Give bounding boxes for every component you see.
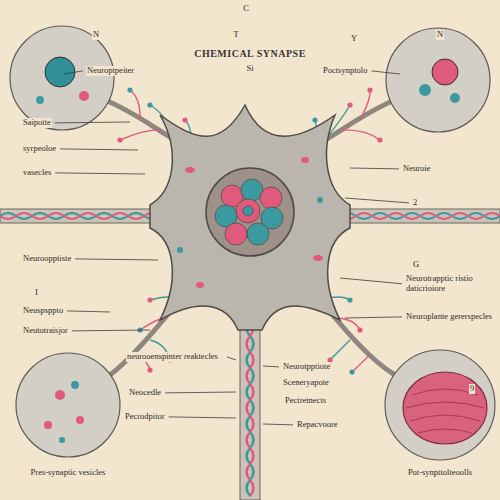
vesicle-dot [357,327,362,332]
part-label: Repacvoore [296,420,339,430]
part-label: Poctsynptolo [322,66,368,76]
part-label: Neuroie [402,164,431,174]
leader-line [227,357,236,360]
diagram-title: CHEMICAL SYNAPSE [192,48,308,59]
callout-letter: Si [245,64,254,74]
part-label: Neuroptpeiter [86,66,135,76]
leader-line [371,71,400,74]
vesicle-dot [349,369,354,374]
callout-letter: T [232,30,239,40]
leader-line [350,168,399,170]
vesicle-dot [367,87,372,92]
dendrite-branch [130,90,140,120]
part-label: Pecrodpitor [124,412,166,422]
leader-line [55,122,130,124]
leader-line [340,278,402,284]
leader-line [72,330,150,332]
callout-number: 2 [412,198,418,208]
part-label: Pres-synaptic vesicles [30,468,107,478]
dendrite-branch [340,130,380,140]
vesicle-dot [147,297,152,302]
leader-line [263,366,279,368]
part-label: Neutotraisjor [22,326,69,336]
dendrite-branch [360,90,370,120]
vesicle-dot [347,297,352,302]
leader-line [345,198,409,203]
vesicle-dot [347,102,352,107]
part-label: Neuroplante gererspecles [405,312,495,322]
part-label: syrpeoloe [22,144,57,154]
part-label: Neocedle [128,388,162,398]
part-label: vasecles [22,168,52,178]
part-label: Saipotte [22,118,52,128]
vesicle-dot [312,117,317,122]
leader-line [75,259,158,260]
vesicle-dot [147,367,152,372]
callout-letter: I [34,288,39,298]
leader-line [263,424,293,426]
part-label: Neurotpptiote [282,362,331,372]
callout-letter: G [412,260,420,270]
part-label: Sceneryapote [282,378,330,388]
dendrite-branch [120,130,160,140]
dendrite-branch [352,355,370,372]
vesicle-dot [147,102,152,107]
part-label: Neuroopptiste [22,254,72,264]
part-label: Pot-synpttolteoolls [407,468,473,478]
part-label: Neuspsppto [22,306,64,316]
leader-line [67,311,110,312]
dendrite-branch [330,340,350,360]
leader-line [55,173,145,174]
part-label: neurooenspinter reaktecles [126,352,224,362]
leader-line [60,149,138,150]
callout-letter: N [436,30,444,40]
leader-line [345,317,402,318]
vesicle-dot [127,87,132,92]
vesicle-dot [117,137,122,142]
leader-line [165,392,236,394]
callout-letter: N [92,30,100,40]
vesicle-dot [182,117,187,122]
callout-letter: Y [350,34,358,44]
part-label: Neurotrapptic ristio daticrioiore [405,274,495,294]
part-label: Pectretnects [284,396,327,406]
leader-line [169,417,236,418]
callout-letter: C [242,4,250,14]
leader-line [64,71,83,74]
callout-number: 9 [469,384,475,394]
vesicle-dot [377,137,382,142]
